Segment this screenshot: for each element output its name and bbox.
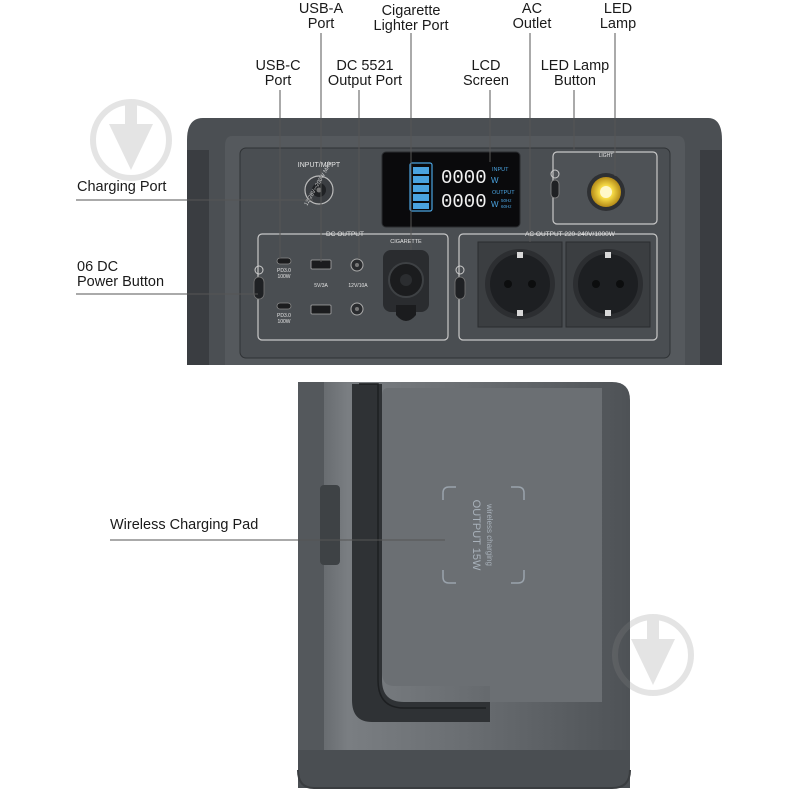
callout-dc-power: 06 DC Power Button xyxy=(77,259,165,290)
pd-label-1b: 100W xyxy=(277,274,290,280)
ac-outlet-2[interactable] xyxy=(565,241,651,328)
lcd-output-value: 0000 xyxy=(441,191,487,213)
lcd-output-label: OUTPUT xyxy=(492,190,515,196)
pd-label-2b: 100W xyxy=(277,319,290,325)
led-lamp-button[interactable] xyxy=(550,169,560,199)
ac-output-label: AC OUTPUT 220-240V/1000W xyxy=(525,231,616,238)
lcd-screen xyxy=(381,151,521,228)
ac-outlet-1[interactable] xyxy=(477,241,563,328)
wireless-line1: wireless charging xyxy=(485,503,494,566)
usb-a-spec: 5V/3A xyxy=(314,283,328,289)
callout-wireless-pad: Wireless Charging Pad xyxy=(110,517,259,533)
lcd-freq-2: 60Hz xyxy=(501,204,512,209)
dc-spec: 12V/10A xyxy=(348,283,368,289)
lcd-unit-input: W xyxy=(491,176,499,185)
cigarette-lighter-port[interactable] xyxy=(383,250,429,321)
callout-led-button: LED Lamp Button xyxy=(540,58,610,89)
callout-charging-port: Charging Port xyxy=(77,179,167,195)
cigarette-label: CIGARETTE xyxy=(390,239,422,245)
callout-cigarette: Cigarette Lighter Port xyxy=(373,3,449,34)
pd-label-1a: PD3.0 xyxy=(277,268,291,274)
callout-lines xyxy=(76,33,616,541)
lcd-input-value: 0000 xyxy=(441,167,487,189)
callout-usb-c: USB-C Port xyxy=(255,58,301,89)
pd-label-2a: PD3.0 xyxy=(277,313,291,319)
led-lamp-area xyxy=(552,151,658,225)
dc5521-ports[interactable] xyxy=(350,258,364,316)
callout-led-lamp: LED Lamp xyxy=(599,1,637,32)
wireless-pad-text: wireless charging OUTPUT 15W xyxy=(470,500,494,571)
dc-output-label: DC OUTPUT xyxy=(326,231,364,238)
callout-ac-outlet: AC Outlet xyxy=(512,1,552,32)
light-label: LIGHT xyxy=(599,153,614,159)
usb-c-ports[interactable] xyxy=(276,257,292,310)
callout-dc5521: DC 5521 Output Port xyxy=(327,58,403,89)
callout-usb-a: USB-A Port xyxy=(298,1,344,32)
wireless-line2: OUTPUT 15W xyxy=(470,500,482,571)
watermark-download-icon xyxy=(90,99,172,181)
lcd-input-label: INPUT xyxy=(492,167,509,173)
watermark-download-icon-2 xyxy=(612,614,694,696)
device-body xyxy=(297,382,631,789)
lcd-unit-output: W xyxy=(491,200,499,209)
charging-port[interactable] xyxy=(304,175,334,205)
callout-lcd: LCD Screen xyxy=(463,58,509,89)
wireless-charging-pad[interactable] xyxy=(442,486,525,584)
input-label: INPUT/MPPT xyxy=(298,162,341,169)
lcd-freq-1: 50Hz xyxy=(501,198,512,203)
ac-power-button[interactable] xyxy=(454,265,466,300)
